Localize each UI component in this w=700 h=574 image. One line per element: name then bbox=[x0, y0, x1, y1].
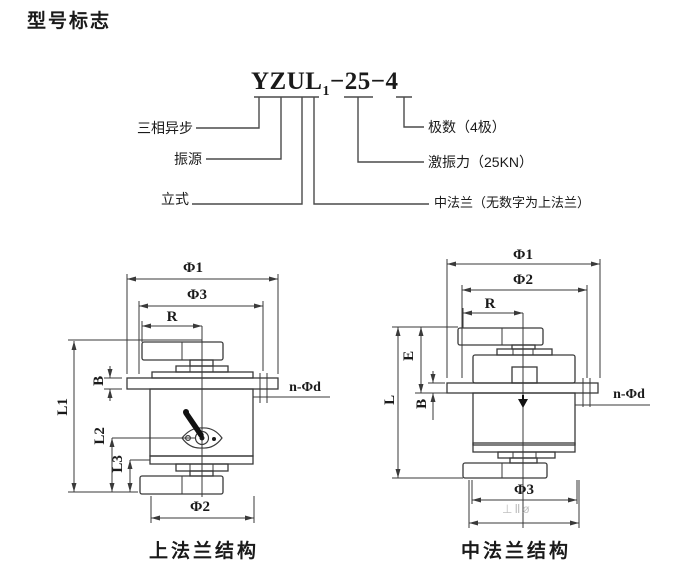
right-dim-phi1: Φ1 bbox=[513, 247, 533, 263]
left-dim-r: R bbox=[166, 309, 178, 325]
page-title: 型号标志 bbox=[27, 11, 112, 32]
left-dim-phi2: Φ2 bbox=[190, 499, 210, 515]
right-motor-body bbox=[446, 327, 599, 479]
connector-middle-flange bbox=[313, 97, 429, 205]
label-exciting-force: 激振力（25KN） bbox=[428, 154, 534, 170]
watermark-text: ⊥Ⅱø bbox=[502, 502, 532, 516]
right-lower-plate bbox=[497, 451, 556, 459]
right-top-cap bbox=[457, 327, 544, 346]
model-connector-lines bbox=[192, 96, 429, 205]
right-bottom-cap bbox=[462, 462, 548, 479]
right-mid-body bbox=[472, 354, 576, 384]
left-terminal-box bbox=[181, 409, 223, 449]
connector-poles bbox=[403, 97, 424, 128]
right-dimension-lines bbox=[392, 259, 650, 528]
label-middle-flange: 中法兰（无数字为上法兰） bbox=[434, 195, 591, 210]
cable-tip bbox=[183, 409, 189, 415]
right-dim-bolt-holes: n-Φd bbox=[613, 387, 645, 402]
connector-vertical-type bbox=[192, 97, 303, 205]
right-dim-r: R bbox=[484, 296, 496, 312]
right-dim-e: E bbox=[401, 350, 418, 361]
left-dimension-lines bbox=[68, 274, 330, 523]
right-upper-plate bbox=[496, 348, 553, 356]
model-suffix: −25−4 bbox=[329, 68, 399, 95]
label-vibration-source: 振源 bbox=[174, 151, 202, 167]
cable-gland-outer bbox=[194, 430, 210, 446]
right-drawing bbox=[392, 259, 650, 528]
left-dim-l2: L2 bbox=[92, 427, 109, 445]
right-dim-phi3: Φ3 bbox=[514, 482, 534, 498]
terminal-bolt-right bbox=[212, 437, 216, 441]
left-dim-phi1: Φ1 bbox=[183, 260, 203, 276]
cable-icon bbox=[183, 410, 204, 438]
right-dim-b: B bbox=[414, 398, 431, 409]
left-dim-l3: L3 bbox=[110, 455, 127, 473]
left-dim-b: B bbox=[91, 375, 108, 386]
right-main-body bbox=[472, 392, 576, 446]
model-prefix: YZUL bbox=[251, 68, 323, 95]
model-code: YZUL1−25−4 bbox=[251, 68, 399, 100]
model-subscript: 1 bbox=[322, 84, 330, 99]
caption-upper-flange: 上法兰结构 bbox=[148, 541, 259, 562]
connector-three-phase bbox=[196, 97, 260, 129]
connector-exciting-force bbox=[357, 97, 424, 163]
left-motor-body bbox=[126, 341, 279, 495]
right-dim-l: L bbox=[382, 394, 399, 405]
left-drawing bbox=[68, 274, 330, 523]
connector-vibration-source bbox=[206, 97, 282, 160]
caption-middle-flange: 中法兰结构 bbox=[460, 541, 571, 562]
left-body-detail-lines bbox=[181, 342, 214, 494]
left-dim-l1: L1 bbox=[55, 398, 72, 416]
label-poles: 极数（4极） bbox=[428, 119, 506, 135]
label-three-phase-async: 三相异步 bbox=[137, 120, 193, 136]
right-body-detail-lines bbox=[501, 328, 537, 478]
label-vertical-type: 立式 bbox=[161, 191, 189, 207]
right-mid-notch bbox=[511, 366, 538, 384]
left-dim-bolt-holes: n-Φd bbox=[289, 380, 321, 395]
right-dim-phi2: Φ2 bbox=[513, 272, 533, 288]
right-pointer-icon bbox=[518, 395, 528, 408]
left-dim-phi3: Φ3 bbox=[187, 287, 207, 303]
terminal-bolt-left bbox=[185, 435, 192, 442]
